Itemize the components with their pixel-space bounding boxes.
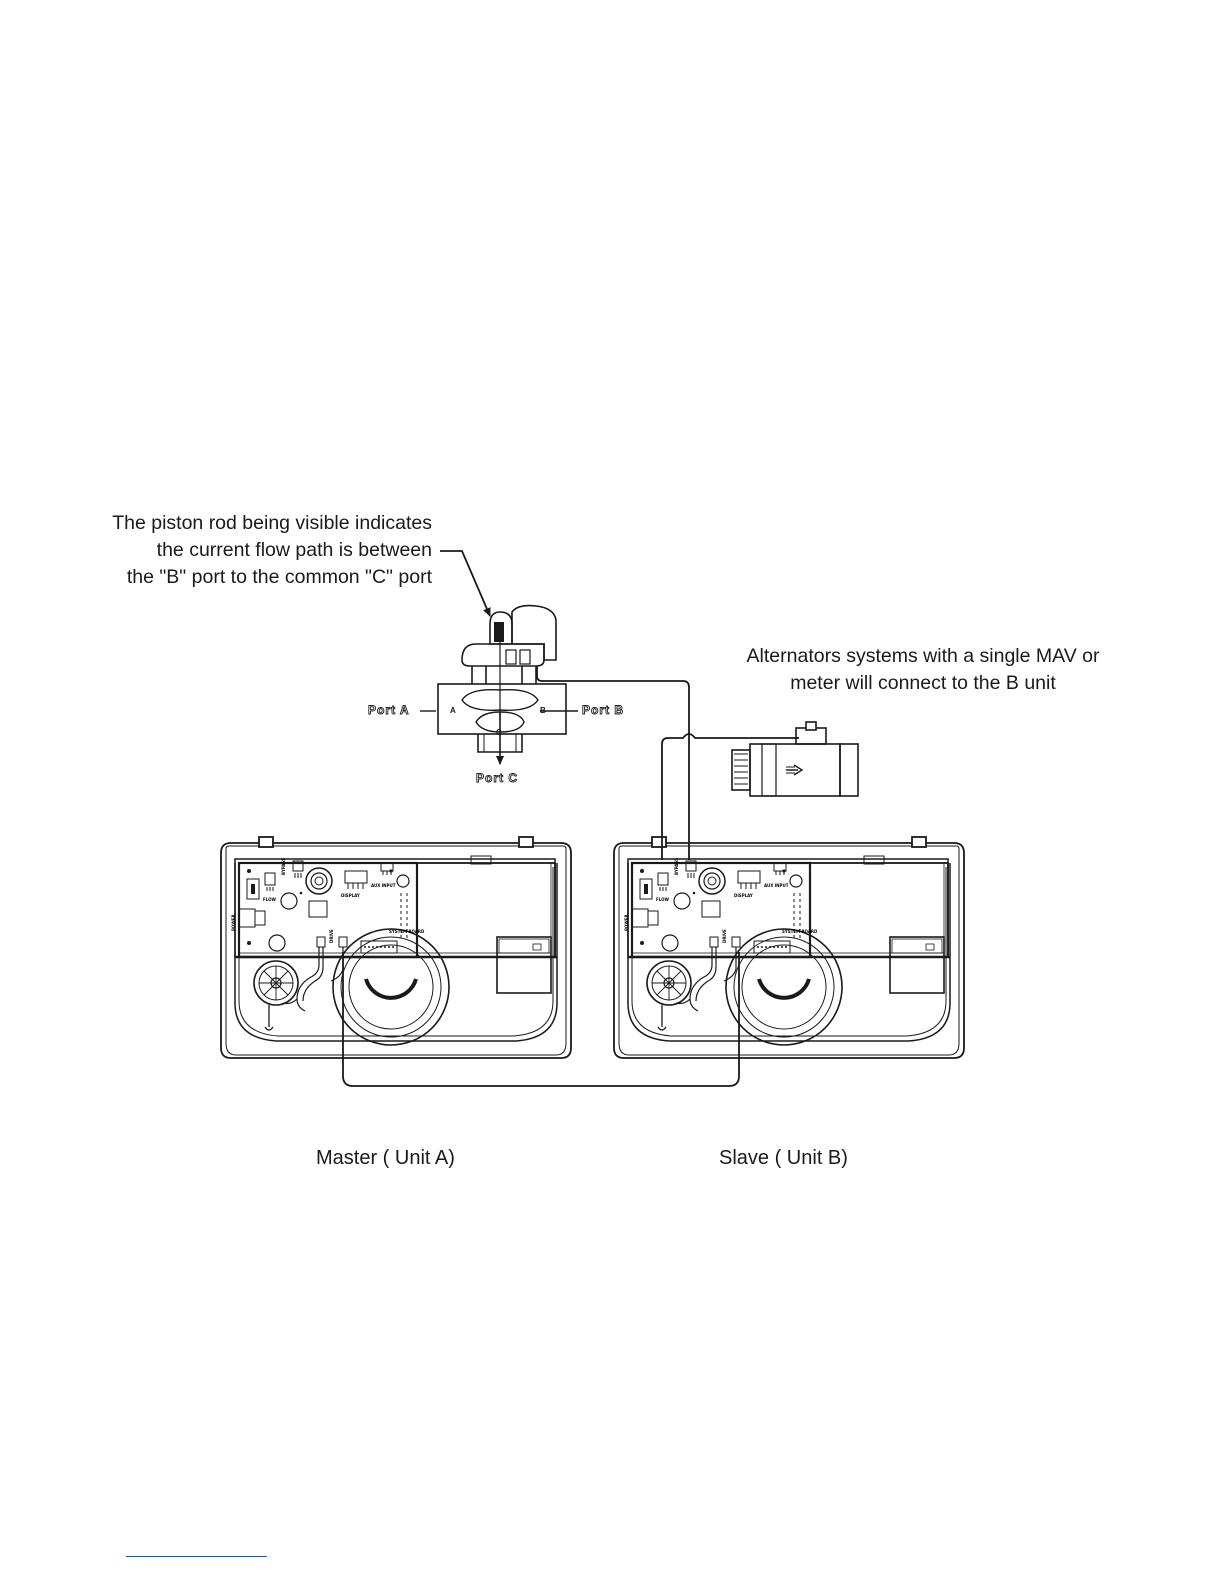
piston-note-line-3: the "B" port to the common "C" port	[126, 566, 432, 588]
piston-rod-note: The piston rod being visible indicates t…	[40, 510, 432, 591]
piston-note-line-2: the current flow path is between	[156, 539, 432, 561]
pcb-display-label: DISPLAY	[341, 893, 360, 898]
port-b-label: Port B	[582, 703, 624, 718]
pcb-system-board-label: SYSTEM BOARD	[782, 929, 818, 934]
port-a-label: Port A	[368, 703, 410, 718]
interconnect-cable	[342, 952, 740, 1087]
pcb-aux-input-label: AUX INPUT	[371, 883, 396, 888]
slave-unit-label: Slave ( Unit B)	[719, 1147, 848, 1169]
piston-note-leader	[440, 550, 491, 617]
pcb-drive-label: DRIVE	[329, 929, 334, 943]
alternator-note: Alternators systems with a single MAV or…	[700, 643, 1146, 697]
valve-inner-letter-a: A	[450, 706, 456, 715]
footer-rule	[126, 1556, 267, 1557]
valve-inner-letter-c: C	[496, 728, 502, 737]
pcb-bypass-label: BYPASS	[674, 858, 679, 875]
motorized-valve	[437, 604, 567, 753]
piston-note-line-1: The piston rod being visible indicates	[112, 512, 432, 534]
valve-cable	[536, 666, 690, 860]
pcb-flow-label: FLOW	[656, 897, 670, 902]
meter-cable	[661, 733, 799, 860]
alternator-note-line-2: meter will connect to the B unit	[790, 672, 1056, 694]
pcb-display-label: DISPLAY	[734, 893, 753, 898]
valve-inner-letter-b: B	[540, 706, 546, 715]
slave-unit: FLOW BYPASS POWER DISPLAY AUX INPUT SYST…	[612, 835, 966, 1060]
pcb-system-board-label: SYSTEM BOARD	[389, 929, 425, 934]
alternator-note-line-1: Alternators systems with a single MAV or	[746, 645, 1100, 667]
master-unit-label: Master ( Unit A)	[316, 1147, 455, 1169]
pcb-aux-input-label: AUX INPUT	[764, 883, 789, 888]
port-c-label: Port C	[476, 771, 518, 786]
master-unit: FLOW BYPASS POWER DISPLAY AUX INPUT SYST…	[219, 835, 573, 1060]
pcb-drive-label: DRIVE	[722, 929, 727, 943]
pcb-bypass-label: BYPASS	[281, 858, 286, 875]
flow-meter	[731, 721, 859, 797]
pcb-flow-label: FLOW	[263, 897, 277, 902]
pcb-power-label: POWER	[231, 914, 236, 931]
pcb-power-label: POWER	[624, 914, 629, 931]
